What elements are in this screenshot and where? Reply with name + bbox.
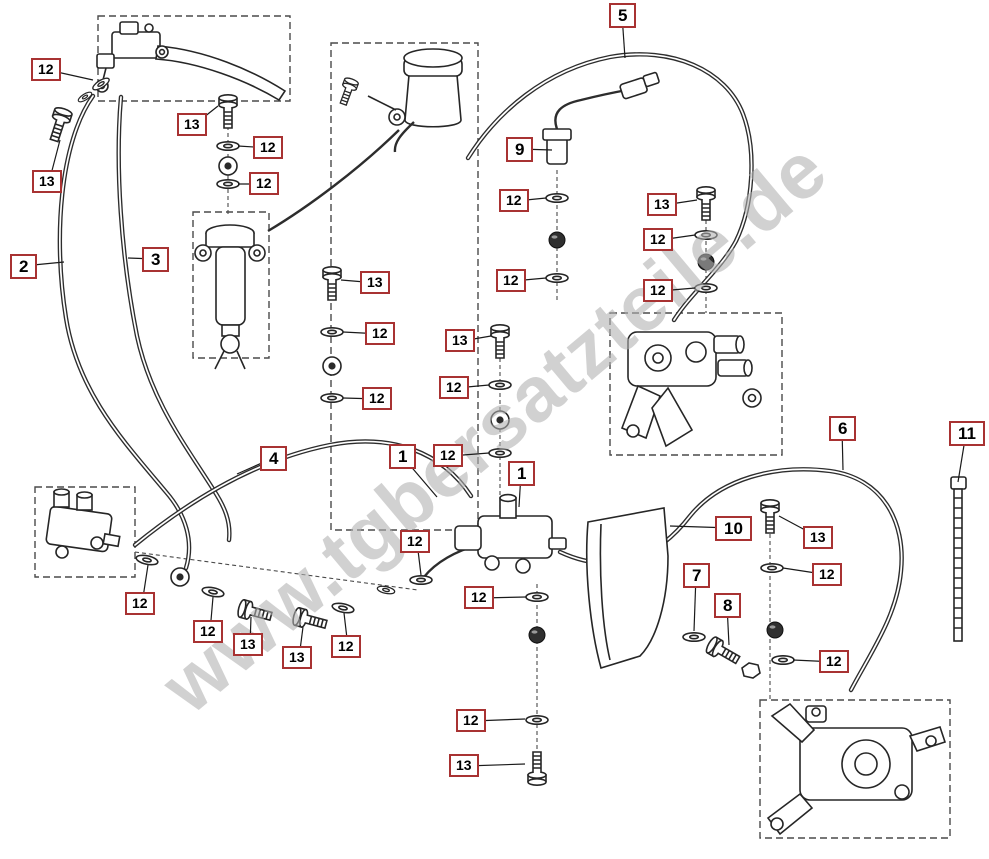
- washer: [525, 714, 549, 726]
- washer: [682, 631, 706, 643]
- washer: [216, 179, 240, 189]
- washer: [760, 562, 784, 574]
- brake-switch: [542, 71, 660, 165]
- leader-line: [22, 261, 65, 267]
- washer: [320, 326, 344, 338]
- leader-line: [127, 257, 156, 260]
- watermark-text: www.tgbersatzteile.de: [144, 124, 843, 730]
- leader-line: [48, 139, 61, 183]
- leader-line: [778, 515, 821, 539]
- leader-line: [957, 432, 967, 483]
- grommet: [322, 356, 342, 376]
- leader-line: [480, 596, 527, 599]
- leader-line: [342, 331, 383, 335]
- leader-line: [782, 567, 830, 576]
- washer: [545, 193, 569, 203]
- hose-union: [548, 231, 566, 249]
- hose-union: [766, 621, 784, 639]
- leader-line: [342, 397, 380, 400]
- leader-line: [621, 14, 626, 59]
- bolt: [490, 323, 510, 359]
- fluid-reservoir: [367, 48, 463, 153]
- leader-line: [47, 69, 94, 81]
- front-junction-block: [45, 488, 121, 559]
- bolt: [760, 498, 780, 534]
- washer: [200, 584, 226, 600]
- group-box-junction: [34, 486, 136, 578]
- rear-brake-caliper: [766, 702, 947, 836]
- hose-union: [528, 626, 546, 644]
- group-box-rear-master: [192, 211, 270, 359]
- leader-line: [841, 427, 844, 471]
- leader-line: [193, 105, 219, 126]
- bolt: [322, 265, 342, 301]
- leader-line: [340, 279, 378, 284]
- washer: [216, 141, 240, 151]
- front-brake-lever-assembly: [95, 21, 287, 102]
- leader-line: [472, 718, 526, 722]
- group-box-rear-caliper: [759, 699, 951, 839]
- bolt: [703, 634, 744, 669]
- nut: [741, 662, 761, 679]
- leader-line: [792, 659, 837, 663]
- hardware-fasteners: [44, 75, 795, 787]
- washer: [771, 654, 795, 666]
- group-box-caliper-assembly: [609, 312, 783, 456]
- washer: [545, 272, 569, 284]
- hose-3: [119, 97, 230, 540]
- bolt: [335, 75, 360, 108]
- leader-line: [515, 197, 547, 202]
- leader-line: [465, 763, 526, 767]
- rear-caliper-assembly: [620, 331, 762, 448]
- rear-master-cylinder: [194, 224, 266, 370]
- cable-tie: [950, 476, 967, 642]
- washer: [134, 552, 160, 568]
- washer: [320, 392, 344, 404]
- reservoir-feed-line: [267, 129, 400, 233]
- leader-line: [141, 564, 149, 605]
- leader-line: [726, 604, 730, 646]
- leader-line: [512, 277, 547, 282]
- leader-line: [343, 612, 349, 648]
- leader-line: [693, 574, 697, 632]
- washer: [525, 591, 549, 603]
- splash-guard: [585, 507, 669, 670]
- bolt: [527, 751, 547, 787]
- leader-line: [461, 335, 492, 342]
- bolt: [218, 94, 238, 129]
- leader-line: [237, 145, 271, 149]
- bolt: [44, 105, 74, 145]
- proportioning-valve: [454, 493, 567, 574]
- washer: [409, 574, 433, 586]
- leader-line: [518, 472, 522, 508]
- grommet: [170, 567, 190, 587]
- grommet: [218, 156, 238, 176]
